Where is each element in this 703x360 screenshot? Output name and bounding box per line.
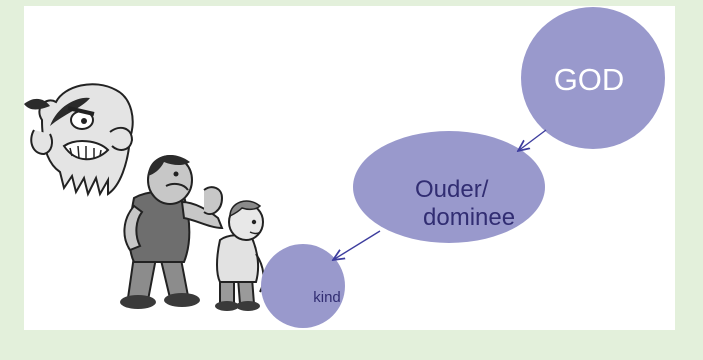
arrow-parent-to-child <box>333 230 381 260</box>
parent-circle <box>353 131 545 243</box>
father-scolding-child-illustration <box>120 154 265 311</box>
angry-man-illustration <box>24 83 134 197</box>
slide-canvas: GOD Ouder/ dominee kind <box>24 6 675 330</box>
god-circle <box>521 7 665 149</box>
arrow-god-to-parent <box>518 129 547 151</box>
parent-label-line1: Ouder/ <box>415 176 489 203</box>
child-circle <box>261 244 345 328</box>
parent-label: Ouder/ dominee <box>379 176 539 233</box>
parent-label-line2: dominee <box>423 204 516 232</box>
child-label: kind <box>313 289 341 306</box>
diagram-svg <box>24 7 665 328</box>
god-label: GOD <box>553 62 625 97</box>
